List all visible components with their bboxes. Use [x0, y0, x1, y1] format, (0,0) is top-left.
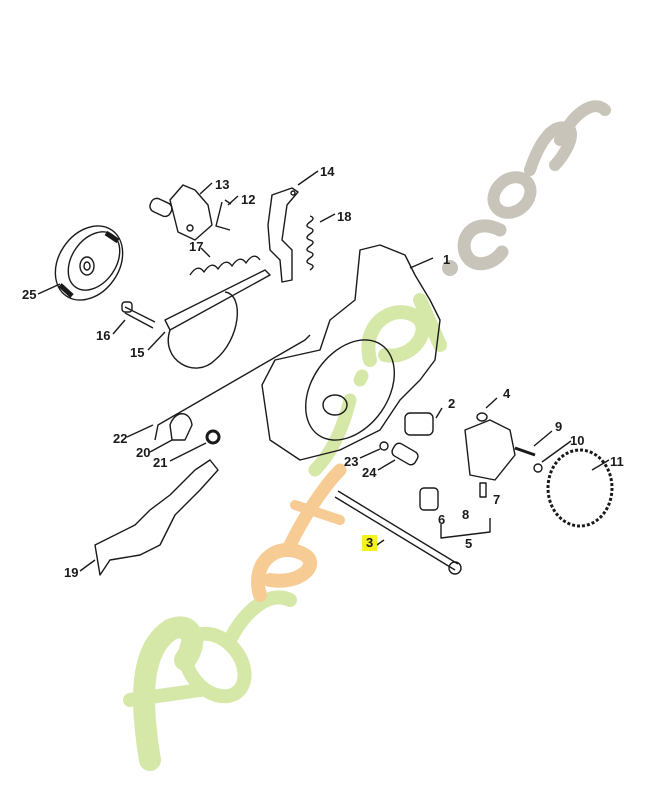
callout-7[interactable]: 7 — [493, 492, 501, 507]
part-14-lever — [267, 187, 299, 283]
callout-4[interactable]: 4 — [503, 386, 511, 401]
group-bracket-5 — [440, 518, 491, 539]
callout-5[interactable]: 5 — [465, 536, 473, 551]
part-11-gear — [546, 448, 614, 528]
part-17-spring — [189, 255, 261, 276]
callout-12[interactable]: 12 — [241, 192, 256, 207]
part-22-rod — [154, 334, 311, 441]
callout-20[interactable]: 20 — [136, 445, 151, 460]
callout-25[interactable]: 25 — [22, 287, 37, 302]
part-6-worm — [419, 487, 439, 511]
callout-22[interactable]: 22 — [113, 431, 128, 446]
callout-15[interactable]: 15 — [130, 345, 145, 360]
callout-8[interactable]: 8 — [462, 507, 470, 522]
part-20-clamp — [169, 413, 193, 441]
part-9-screw — [514, 446, 536, 457]
part-3-bolt — [334, 490, 459, 571]
callout-2[interactable]: 2 — [448, 396, 456, 411]
callout-6[interactable]: 6 — [438, 512, 446, 527]
part-10-washer — [533, 463, 543, 473]
part-25-clutch-drum — [54, 225, 124, 301]
callout-17[interactable]: 17 — [189, 239, 204, 254]
callout-3-highlighted[interactable]: 3 — [362, 535, 378, 551]
part-23-o-ring — [379, 441, 389, 451]
part-4-o-ring — [476, 412, 488, 422]
part-8-pin — [479, 482, 487, 498]
callout-18[interactable]: 18 — [337, 209, 352, 224]
part-1-crankcase — [261, 244, 441, 461]
callout-13[interactable]: 13 — [215, 177, 230, 192]
callout-21[interactable]: 21 — [153, 455, 168, 470]
callout-16[interactable]: 16 — [96, 328, 111, 343]
part-16-bolt-head — [121, 301, 133, 313]
part-7-pump-housing — [464, 419, 516, 481]
part-18-spring — [306, 215, 314, 271]
callout-24[interactable]: 24 — [362, 465, 377, 480]
callout-1[interactable]: 1 — [443, 252, 451, 267]
callout-9[interactable]: 9 — [555, 419, 563, 434]
callout-19[interactable]: 19 — [64, 565, 79, 580]
callout-23[interactable]: 23 — [344, 454, 359, 469]
part-3-bolt-head — [448, 561, 462, 575]
callout-10[interactable]: 10 — [570, 433, 585, 448]
part-13-shaft — [149, 184, 213, 241]
part-2-bushing — [404, 412, 434, 436]
part-21-torsion-spring — [205, 429, 221, 445]
callout-11[interactable]: 11 — [610, 454, 624, 469]
part-19-handle-guard — [94, 459, 219, 576]
callout-14[interactable]: 14 — [320, 164, 335, 179]
part-24-filter — [391, 442, 419, 466]
part-16-bolt — [124, 306, 156, 329]
part-15-brake-band — [164, 269, 271, 369]
